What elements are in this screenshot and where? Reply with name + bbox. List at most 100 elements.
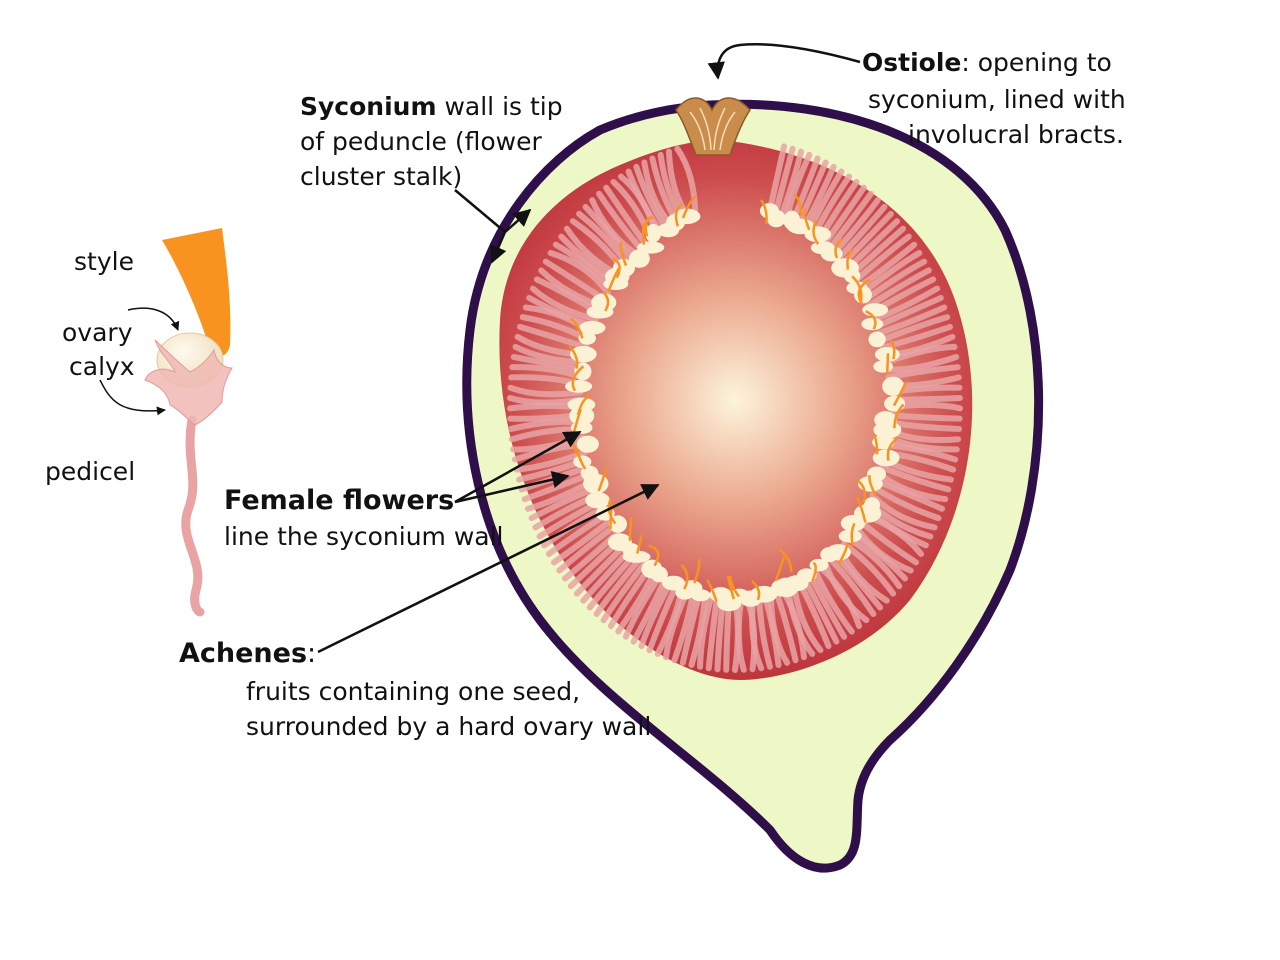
flower-stalk xyxy=(516,323,590,351)
flower-stalk xyxy=(600,560,648,624)
flower-stalk xyxy=(589,197,640,258)
floret-style xyxy=(803,208,811,231)
flower-stalk xyxy=(671,589,697,664)
flower-stalk xyxy=(862,258,928,303)
flower-stalk xyxy=(646,582,680,654)
floret-style xyxy=(569,317,584,339)
ostiole-desc-2: syconium, lined with xyxy=(868,85,1126,114)
achene xyxy=(840,514,866,532)
achene xyxy=(607,533,632,551)
female-flower-styles xyxy=(565,193,907,602)
achene xyxy=(574,362,592,381)
flower-stalk xyxy=(507,384,584,398)
achene xyxy=(576,435,599,453)
achene xyxy=(641,559,663,579)
flower-stalk xyxy=(547,250,612,297)
floret-style xyxy=(706,579,718,602)
floret-style xyxy=(793,193,803,217)
syconium xyxy=(462,97,1044,873)
floret-style xyxy=(611,257,621,279)
floret-style xyxy=(892,382,907,407)
floret-style xyxy=(571,365,585,392)
female-flowers-arrow-2 xyxy=(454,471,570,504)
floret-style xyxy=(576,395,590,416)
flower-stalk xyxy=(812,568,855,635)
floret-style xyxy=(628,517,633,541)
ostiole-desc-1: : opening to xyxy=(961,48,1112,77)
floret-style xyxy=(774,556,786,582)
achene xyxy=(882,376,905,396)
floret-style xyxy=(837,542,849,565)
flower-stalk xyxy=(732,597,741,673)
achene xyxy=(861,317,884,331)
floret-style xyxy=(607,267,620,292)
flower-stalk xyxy=(834,203,888,263)
flower-stalk xyxy=(827,555,877,617)
floret-style xyxy=(648,544,660,567)
achene xyxy=(873,360,893,373)
achene xyxy=(645,223,662,243)
ostiole-desc-3: involucral bracts. xyxy=(908,120,1124,149)
syconium-wall-arrow-out xyxy=(490,231,507,264)
flower-stalk xyxy=(851,233,912,285)
achene xyxy=(838,529,862,543)
floret-style xyxy=(886,437,899,461)
floret-style xyxy=(760,199,768,225)
flower-stalk xyxy=(622,572,663,640)
flower-stalk xyxy=(596,190,645,253)
style-shape xyxy=(162,228,231,357)
flower-stalk xyxy=(880,323,954,351)
floret-style xyxy=(750,580,761,601)
calyx-shape xyxy=(144,339,233,426)
pointer-arrows xyxy=(317,42,861,654)
pedicel-stalk xyxy=(181,415,205,617)
achene xyxy=(766,209,786,228)
flower-stalk xyxy=(756,594,773,670)
achenes-arrow xyxy=(317,483,660,654)
flower-stalk xyxy=(886,412,963,422)
female-flowers-desc: line the syconium wall xyxy=(224,522,504,551)
floret-style xyxy=(857,278,871,305)
flower-stalk xyxy=(876,304,948,337)
floret-style xyxy=(644,216,654,237)
ostiole-bracts xyxy=(675,97,751,156)
achenes-desc-1: fruits containing one seed, xyxy=(246,677,581,706)
floret-style xyxy=(885,353,890,375)
flower-stalk xyxy=(884,353,960,373)
flower-stalk xyxy=(885,364,961,381)
floret-style xyxy=(850,522,856,547)
floret-style xyxy=(635,534,643,554)
female-flowers-term: Female flowers xyxy=(224,485,455,516)
ostiole-label: Ostiole: opening to xyxy=(862,45,1112,80)
flower-stalk xyxy=(705,595,720,672)
syconium-wall-arrow-in xyxy=(504,208,532,233)
floret-style xyxy=(575,448,587,470)
syconium-term: Syconium xyxy=(300,92,437,121)
flower-stalk xyxy=(688,593,709,668)
female-flowers-arrow-1 xyxy=(454,430,582,504)
flower-stalk xyxy=(865,267,932,309)
female-flower-illustration xyxy=(99,228,233,617)
floret-style xyxy=(680,564,689,590)
floret-style xyxy=(812,220,820,245)
flower-stalk xyxy=(883,442,959,463)
floret-style xyxy=(834,237,844,259)
achene xyxy=(565,379,593,393)
flower-stalk xyxy=(638,579,674,650)
achene xyxy=(868,331,886,348)
flower-stalk xyxy=(593,555,643,617)
floret-style xyxy=(865,310,877,330)
achene xyxy=(578,331,597,345)
floret-style xyxy=(607,498,617,525)
syconium-desc-1: wall is tip xyxy=(436,92,563,121)
achene xyxy=(629,249,650,268)
floret-style xyxy=(811,561,817,582)
achenes-colon: : xyxy=(307,638,317,669)
achene xyxy=(672,208,701,225)
floret-style xyxy=(674,203,683,227)
floret-style xyxy=(868,474,878,497)
achenes-desc-2: surrounded by a hard ovary wall xyxy=(246,712,652,741)
floret-style xyxy=(693,558,701,584)
floret-style xyxy=(729,575,740,598)
floret-style xyxy=(641,223,646,245)
